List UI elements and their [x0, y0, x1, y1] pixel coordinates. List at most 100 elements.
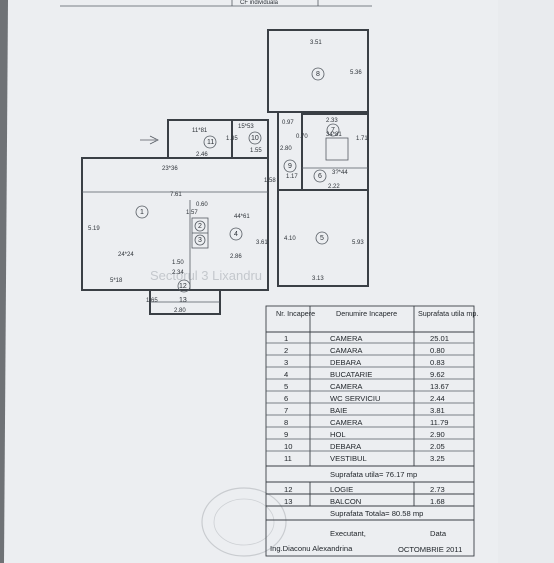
- dim-1-17: 1.17: [286, 174, 298, 180]
- cell-nr: 3: [284, 358, 288, 367]
- cell-area: 2.44: [430, 394, 445, 403]
- cell-name: DEBARA: [330, 358, 362, 367]
- room-number-1: 1: [140, 209, 144, 216]
- room-number-12: 12: [179, 283, 187, 290]
- header-right-text: CF individuala: [240, 0, 279, 6]
- cell-name: CAMERA: [330, 334, 363, 343]
- cell-nr: 4: [284, 370, 288, 379]
- room-number-10: 10: [251, 135, 259, 142]
- cell-nr: 8: [284, 418, 288, 427]
- dim-1-50: 1.50: [172, 260, 184, 266]
- dim-23-36: 23*36: [162, 166, 178, 172]
- dim-3-61: 3.61: [256, 240, 268, 246]
- cell-area: 25.01: [430, 334, 449, 343]
- dim-1-58: 1.58: [264, 178, 276, 184]
- cell-nr: 9: [284, 430, 288, 439]
- cell-nr: 7: [284, 406, 288, 415]
- dim-1-55: 1.55: [250, 148, 262, 154]
- dim-4-10: 4.10: [284, 236, 296, 242]
- executant-name: Ing.Diaconu Alexandrina: [270, 544, 353, 553]
- cell-area: 0.83: [430, 358, 445, 367]
- dim-1-35: 1.35: [226, 136, 238, 142]
- cell-name: BALCON: [330, 497, 361, 506]
- cell-nr: 5: [284, 382, 288, 391]
- stamp-inner: [213, 498, 275, 546]
- dim-1-65: 1.65: [146, 298, 158, 304]
- dim-5-93: 5.93: [352, 240, 364, 246]
- table-frame: [265, 305, 475, 557]
- room-number-7: 7: [331, 127, 335, 134]
- dim-0-97: 0.97: [282, 120, 294, 126]
- room-7-area: 34*81: [326, 132, 342, 138]
- dim-2-34: 2.34: [172, 270, 184, 276]
- room-number-2: 2: [198, 223, 202, 230]
- watermark: Sectorul 3 Lixandru: [150, 268, 262, 283]
- dimension-labels: 3.51 5.36 0.97 2.33 0.70 2.80 2.46 1.35 …: [88, 40, 368, 314]
- dim-1-57: 1.57: [186, 210, 198, 216]
- total: Suprafata Totala= 80.58 mp: [330, 509, 423, 518]
- room-10-area: 15*53: [238, 124, 254, 130]
- cell-nr: 11: [284, 454, 292, 463]
- dim-2-22: 2.22: [328, 184, 340, 190]
- rooms-1-4-outline: [81, 157, 269, 291]
- cell-name: VESTIBUL: [330, 454, 367, 463]
- cell-name: BAIE: [330, 406, 347, 415]
- entrance-arrow-icon: [140, 135, 159, 145]
- cell-name: BUCATARIE: [330, 370, 372, 379]
- date-label: Data: [430, 529, 447, 538]
- dim-5-18: 5*18: [110, 278, 123, 284]
- cell-area: 11.79: [430, 418, 448, 427]
- dim-0-70: 0.70: [296, 134, 308, 140]
- dim-3-13: 3.13: [312, 276, 324, 282]
- cell-nr: 6: [284, 394, 288, 403]
- executant-label: Executant,: [330, 529, 366, 538]
- paper-edge: [498, 0, 554, 563]
- room-number-4: 4: [234, 231, 238, 238]
- dim-2-86: 2.86: [230, 254, 242, 260]
- dim-7-61: 7.61: [170, 192, 182, 198]
- header-nr: Nr. Incapere: [276, 309, 315, 318]
- header-area: Suprafata utila mp.: [418, 309, 478, 318]
- cell-name: CAMERA: [330, 382, 363, 391]
- cell-area: 3.25: [430, 454, 445, 463]
- paper-sheet: [4, 0, 500, 563]
- cell-area: 2.05: [430, 442, 445, 451]
- dim-1-71: 1.71: [356, 136, 368, 142]
- dim-2-80-b: 2.80: [174, 308, 186, 314]
- cell-name: CAMARA: [330, 346, 363, 355]
- room-number-3: 3: [198, 237, 202, 244]
- cell-name: WC SERVICIU: [330, 394, 381, 403]
- room-number-11: 11: [207, 139, 214, 146]
- cell-name: LOGIE: [330, 485, 353, 494]
- room-6-area: 3?*44: [332, 170, 348, 176]
- room-number-9: 9: [288, 163, 292, 170]
- room-number-5: 5: [320, 235, 324, 242]
- dim-2-80: 2.80: [280, 146, 292, 152]
- cell-name: CAMERA: [330, 418, 363, 427]
- dim-5-36: 5.36: [350, 70, 362, 76]
- cell-nr: 12: [284, 485, 292, 494]
- floor-plan: 8 10 11 9 7 6 1 2 3 4 5 12 13 44*61: [81, 29, 369, 315]
- room-1-area: 24*24: [118, 252, 134, 258]
- subtotal: Suprafata utila= 76.17 mp: [330, 470, 417, 479]
- cell-area: 9.62: [430, 370, 445, 379]
- room-11-area: 11*81: [192, 128, 208, 134]
- cell-area: 2.90: [430, 430, 445, 439]
- dim-3-51: 3.51: [310, 40, 322, 46]
- cell-name: HOL: [330, 430, 346, 439]
- cell-area: 3.81: [430, 406, 445, 415]
- cell-nr: 2: [284, 346, 288, 355]
- cell-area: 1.68: [430, 497, 445, 506]
- dim-2-46: 2.46: [196, 152, 208, 158]
- cell-area: 2.73: [430, 485, 445, 494]
- room-8-outline: [267, 29, 369, 113]
- header-name: Denumire Incapere: [336, 309, 397, 318]
- room-number-13: 13: [179, 297, 187, 304]
- date-value: OCTOMBRIE 2011: [398, 545, 462, 554]
- room-number-8-circle: [311, 67, 325, 81]
- room-numbers: 8 10 11 9 7 6 1 2 3 4 5 12 13: [135, 67, 340, 304]
- stamp: [201, 487, 287, 557]
- cell-nr: 13: [284, 497, 292, 506]
